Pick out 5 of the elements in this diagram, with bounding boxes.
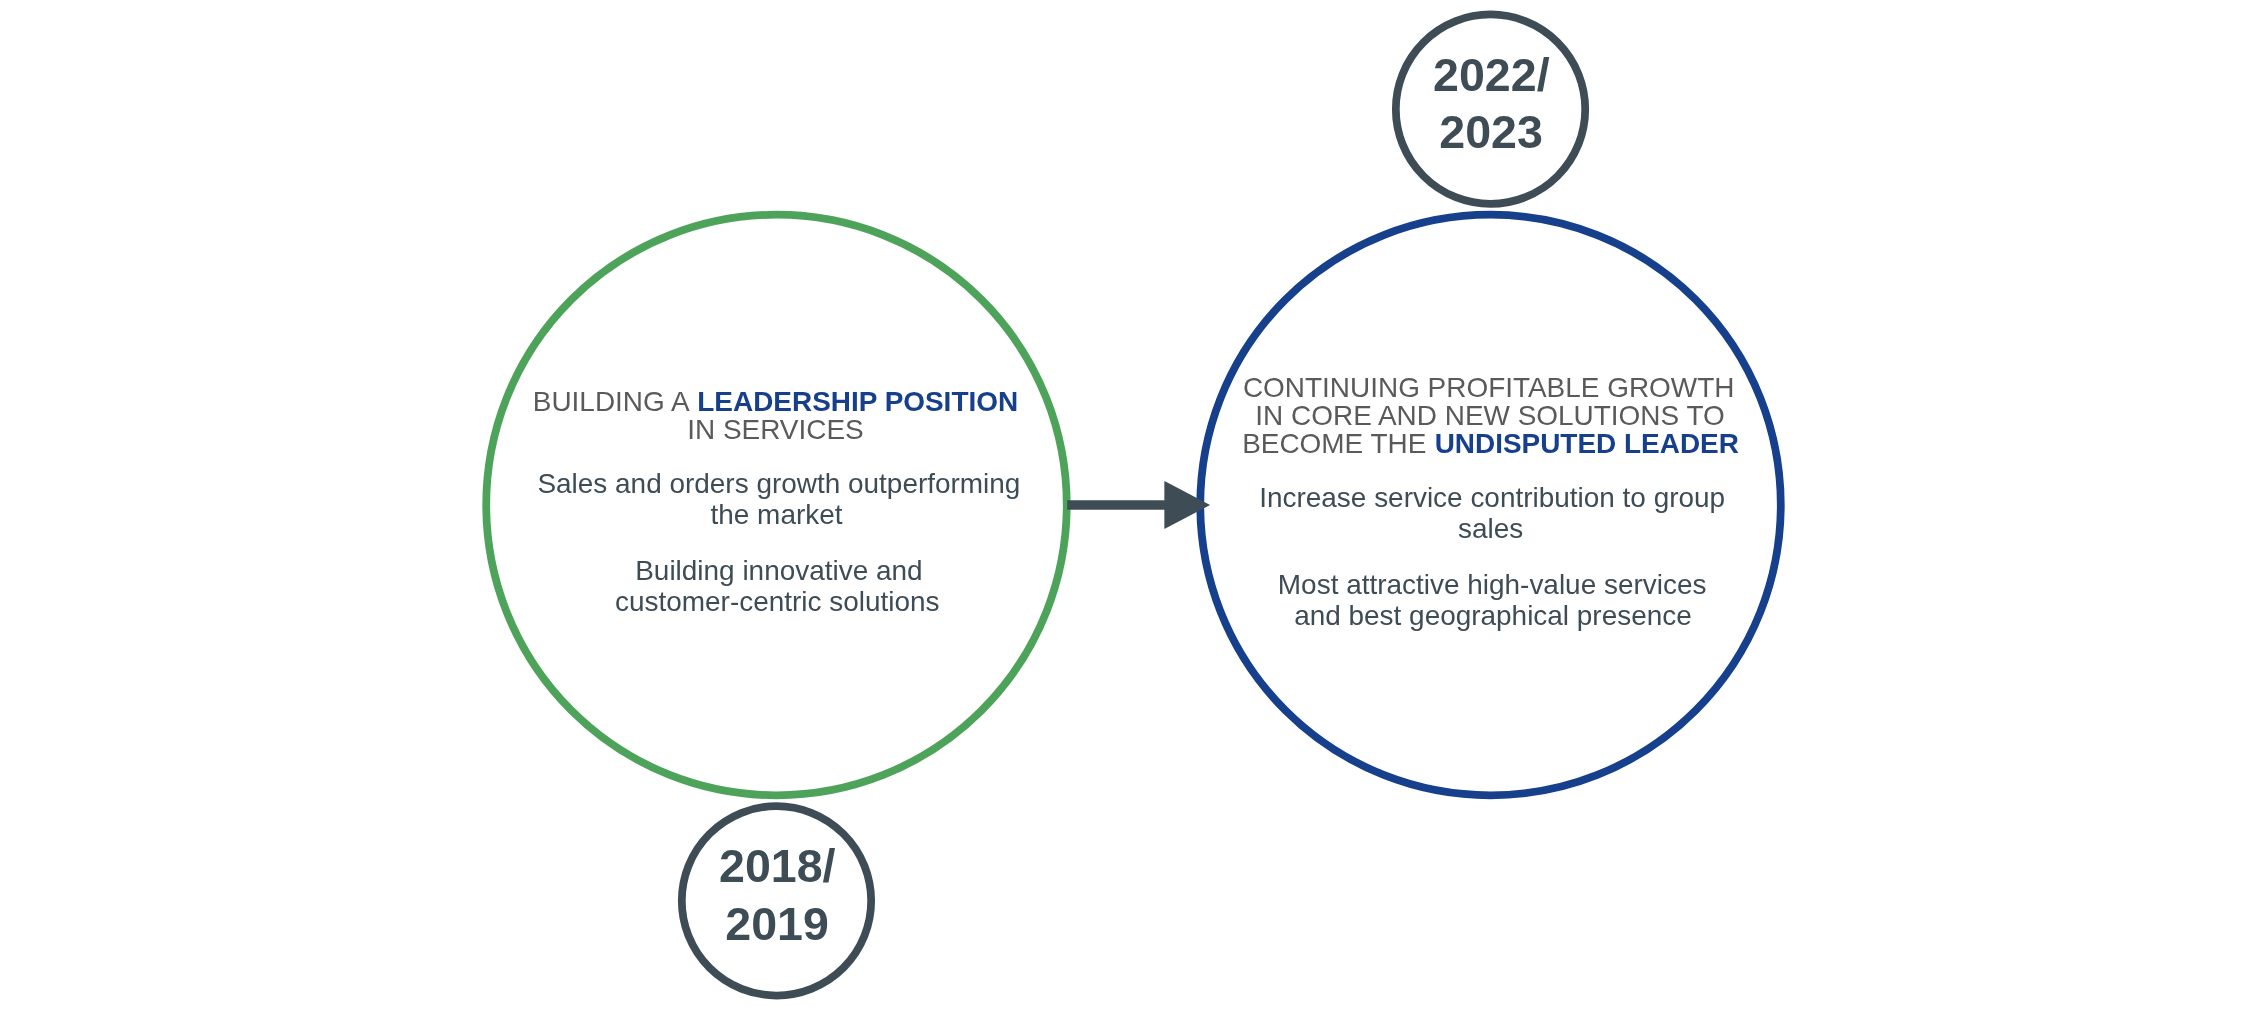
node-circle: CONTINUING PROFITABLE GROWTH IN CORE AND NEW SOLUTIONS TO BECOME THE UNDISPUTED LEADER Increase service contribution to group sales Most attractive high-value services and best geographical presence [1196, 210, 1785, 800]
node-circle: BUILDING A LEADERSHIP POSITION IN SERVICES Sales and orders growth outperforming the market Building innovative and customer-centric solutions [482, 210, 1071, 800]
node-circle: 2022/ 2023 [1391, 10, 1590, 208]
arrow [1067, 481, 1211, 529]
node-circle: 2018/ 2019 [677, 802, 876, 1000]
